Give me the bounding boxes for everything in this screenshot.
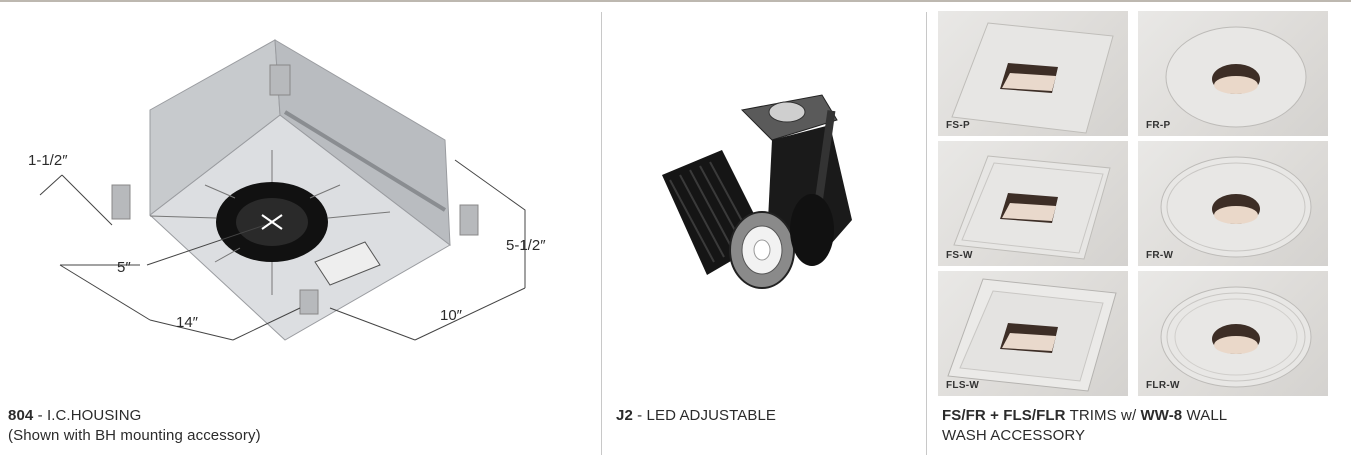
trim-tile-flr-w: FLR-W bbox=[1138, 271, 1328, 396]
trim-image bbox=[951, 22, 1114, 134]
trims-caption-line2: WASH ACCESSORY bbox=[942, 427, 1086, 444]
trims-text-2: WALL bbox=[1182, 407, 1228, 424]
trim-tile-fr-p: FR-P bbox=[1138, 11, 1328, 136]
housing-diagram: 1-1/2″ 5″ 14″ 10″ 5-1/2″ bbox=[28, 39, 546, 341]
dim-10: 10″ bbox=[440, 307, 463, 324]
trim-tile-fr-w: FR-W bbox=[1138, 141, 1328, 266]
housing-caption: 804 - I.C.HOUSING (Shown with BH mountin… bbox=[8, 406, 428, 446]
trims-text-1: TRIMS w/ bbox=[1065, 407, 1141, 424]
trims-caption: FS/FR + FLS/FLR TRIMS w/ WW-8 WALL WASH … bbox=[942, 406, 1347, 446]
column-divider-1 bbox=[601, 12, 602, 455]
trim-tile-fls-w: FLS-W bbox=[938, 271, 1128, 396]
j2-panel: J2 - LED ADJUSTABLE bbox=[602, 0, 922, 455]
column-divider-2 bbox=[926, 12, 927, 455]
j2-model: J2 bbox=[616, 407, 633, 424]
trims-models: FS/FR + FLS/FLR bbox=[942, 407, 1066, 424]
trim-label: FR-P bbox=[1146, 120, 1171, 131]
dim-1-1-2: 1-1/2″ bbox=[28, 152, 68, 169]
j2-product-image bbox=[662, 94, 852, 289]
trim-image bbox=[1165, 26, 1307, 128]
trims-accessory-model: WW-8 bbox=[1140, 407, 1183, 424]
j2-name: - LED ADJUSTABLE bbox=[632, 407, 777, 424]
trim-tile-fs-p: FS-P bbox=[938, 11, 1128, 136]
top-rule bbox=[0, 0, 1351, 2]
trim-label: FLS-W bbox=[946, 380, 980, 391]
dim-14: 14″ bbox=[176, 314, 199, 331]
housing-model: 804 bbox=[8, 407, 34, 424]
trim-image bbox=[953, 155, 1111, 260]
trims-panel: FS-P FR-P FS-W FR-W FLS-W FLR-W FS/FR + FLS/F… bbox=[927, 0, 1351, 455]
housing-panel: 1-1/2″ 5″ 14″ 10″ 5-1/2″ 804 - I.C.HOUSI… bbox=[0, 0, 600, 455]
trim-image bbox=[947, 278, 1117, 392]
trim-label: FLR-W bbox=[1146, 380, 1180, 391]
dim-5: 5″ bbox=[117, 259, 131, 276]
trim-label: FS-W bbox=[946, 250, 973, 261]
trim-label: FR-W bbox=[1146, 250, 1174, 261]
housing-name: - I.C.HOUSING bbox=[33, 407, 142, 424]
trim-tile-fs-w: FS-W bbox=[938, 141, 1128, 266]
trim-image bbox=[1160, 286, 1312, 388]
trim-image bbox=[1160, 156, 1312, 258]
housing-note: (Shown with BH mounting accessory) bbox=[8, 427, 261, 444]
dim-5-1-2: 5-1/2″ bbox=[506, 237, 546, 254]
j2-caption: J2 - LED ADJUSTABLE bbox=[616, 406, 916, 426]
trim-label: FS-P bbox=[946, 120, 970, 131]
